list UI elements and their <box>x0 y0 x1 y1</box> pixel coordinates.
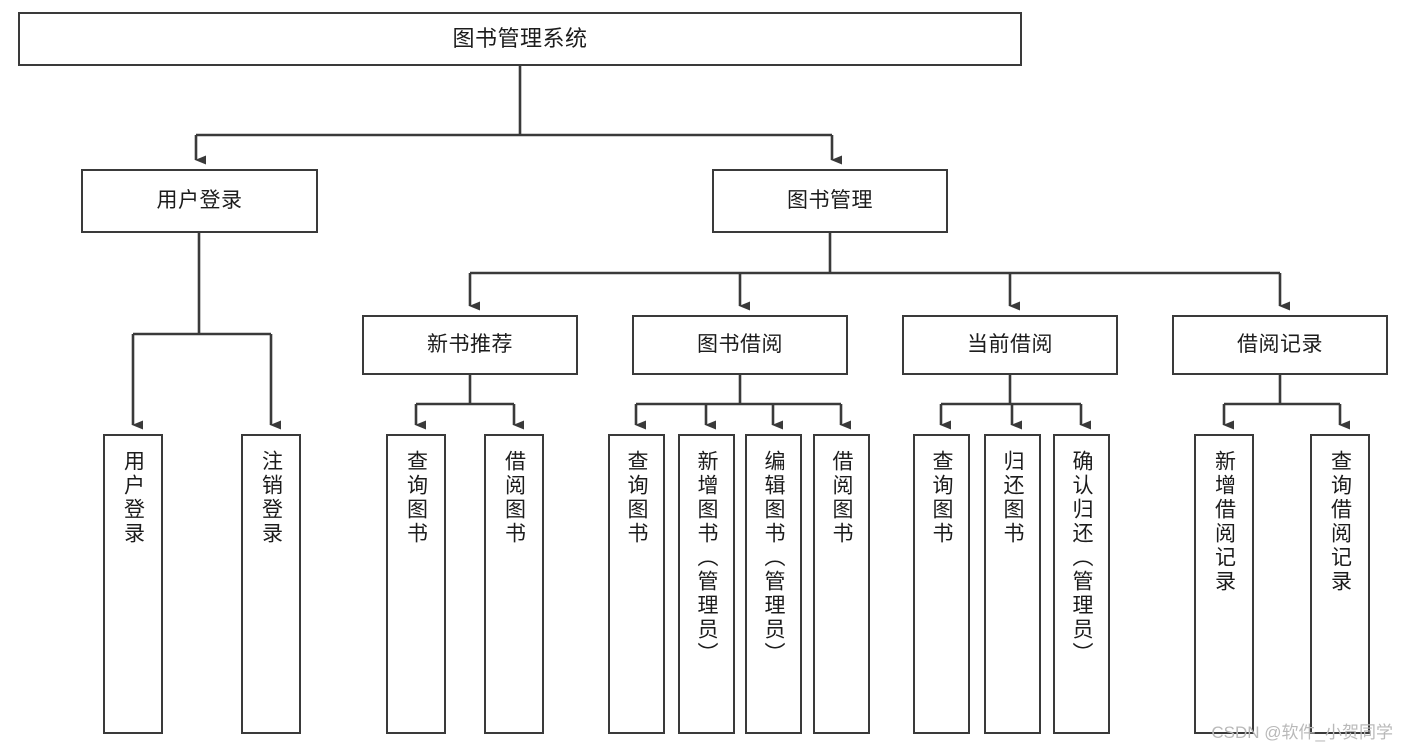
node-leaf-edit-book-label: 编辑图书（管理员） <box>762 450 785 666</box>
node-leaf-confirm-return-label: 确认归还（管理员） <box>1070 450 1093 666</box>
node-leaf-borrow-book-1-label: 借阅图书 <box>502 450 526 546</box>
node-leaf-query-book-1-label: 查询图书 <box>404 450 428 546</box>
node-leaf-edit-book[interactable]: 编辑图书（管理员） <box>745 434 802 734</box>
node-current-borrow[interactable]: 当前借阅 <box>902 315 1118 375</box>
node-leaf-borrow-book-2[interactable]: 借阅图书 <box>813 434 870 734</box>
node-leaf-user-login-label: 用户登录 <box>121 450 145 546</box>
node-book-borrow[interactable]: 图书借阅 <box>632 315 848 375</box>
node-leaf-query-book-2-label: 查询图书 <box>625 450 648 546</box>
node-leaf-query-record[interactable]: 查询借阅记录 <box>1310 434 1370 734</box>
csdn-watermark: CSDN @软件_小贺同学 <box>1211 723 1393 742</box>
node-current-borrow-label: 当前借阅 <box>967 332 1053 356</box>
node-leaf-user-login[interactable]: 用户登录 <box>103 434 163 734</box>
node-leaf-query-book-2[interactable]: 查询图书 <box>608 434 665 734</box>
node-borrow-record[interactable]: 借阅记录 <box>1172 315 1388 375</box>
node-user-login[interactable]: 用户登录 <box>81 169 318 233</box>
node-leaf-confirm-return[interactable]: 确认归还（管理员） <box>1053 434 1110 734</box>
node-leaf-add-record[interactable]: 新增借阅记录 <box>1194 434 1254 734</box>
node-leaf-user-logout-label: 注销登录 <box>259 450 283 546</box>
node-leaf-borrow-book-2-label: 借阅图书 <box>830 450 853 546</box>
node-leaf-add-book-label: 新增图书（管理员） <box>695 450 718 666</box>
node-leaf-query-book-1[interactable]: 查询图书 <box>386 434 446 734</box>
node-root[interactable]: 图书管理系统 <box>18 12 1022 66</box>
node-leaf-query-record-label: 查询借阅记录 <box>1328 450 1352 594</box>
node-book-manage-label: 图书管理 <box>787 188 873 212</box>
node-new-book-rec[interactable]: 新书推荐 <box>362 315 578 375</box>
node-leaf-borrow-book-1[interactable]: 借阅图书 <box>484 434 544 734</box>
node-book-borrow-label: 图书借阅 <box>697 332 783 356</box>
node-user-login-label: 用户登录 <box>156 188 243 212</box>
node-leaf-add-book[interactable]: 新增图书（管理员） <box>678 434 735 734</box>
node-leaf-user-logout[interactable]: 注销登录 <box>241 434 301 734</box>
node-root-label: 图书管理系统 <box>452 26 588 52</box>
node-leaf-return-book[interactable]: 归还图书 <box>984 434 1041 734</box>
node-book-manage[interactable]: 图书管理 <box>712 169 948 233</box>
node-new-book-rec-label: 新书推荐 <box>427 332 513 356</box>
node-leaf-query-book-3[interactable]: 查询图书 <box>913 434 970 734</box>
node-leaf-add-record-label: 新增借阅记录 <box>1212 450 1236 594</box>
node-borrow-record-label: 借阅记录 <box>1237 332 1323 356</box>
node-leaf-return-book-label: 归还图书 <box>1001 450 1024 546</box>
node-leaf-query-book-3-label: 查询图书 <box>930 450 953 546</box>
